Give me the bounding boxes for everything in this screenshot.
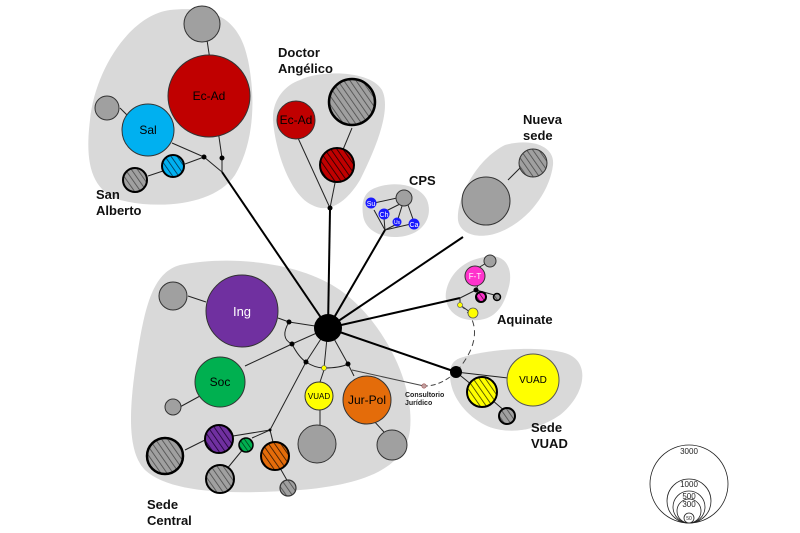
- node-cps-ch[interactable]: [378, 208, 390, 220]
- node-sc-gray-jurpol[interactable]: [376, 429, 408, 461]
- node-sa-ecad[interactable]: [167, 54, 251, 138]
- label-sc-jurpol: Jur-Pol: [348, 393, 386, 407]
- group-label-sede-vuad: Sede VUAD: [531, 420, 568, 451]
- group-label-sede-central: Sede Central: [147, 497, 192, 528]
- node-sa-hatched-blue[interactable]: [161, 154, 185, 178]
- label-da-ecad: Ec-Ad: [280, 113, 313, 127]
- dashed-link-aquinate-vuad: [455, 304, 475, 373]
- label-aq-ft: F-T: [469, 272, 482, 281]
- sede-vuad-hub[interactable]: [450, 366, 462, 378]
- edge-hub-san-alberto: [221, 171, 329, 329]
- node-da-ecad[interactable]: [276, 100, 316, 140]
- node-sc-gray-small[interactable]: [164, 398, 182, 416]
- node-ns-hatched-gray[interactable]: [518, 148, 548, 178]
- edges-doctor-angelico: [297, 127, 353, 209]
- edge-hub-aquinate: [327, 297, 461, 329]
- label-cps-ch: Ch: [380, 212, 389, 219]
- node-sv-vuad[interactable]: [506, 353, 560, 407]
- label-sa-sal: Sal: [139, 123, 156, 137]
- group-label-cps: CPS: [409, 173, 436, 188]
- node-sa-gray-top[interactable]: [183, 5, 221, 43]
- junction-dot-yellow-aquinate: [457, 302, 463, 308]
- group-bg-cps: [362, 184, 429, 238]
- node-sc-vuad[interactable]: [304, 381, 334, 411]
- node-aq-hatched-gray[interactable]: [492, 292, 502, 302]
- node-sc-soc[interactable]: [194, 356, 246, 408]
- group-label-doctor-angelico: Doctor Angélico: [278, 45, 333, 76]
- edge-hub-doctor-angelico: [327, 209, 331, 329]
- label-cps-ca: Ca: [410, 222, 419, 229]
- label-sc-soc: Soc: [210, 375, 231, 389]
- group-bg-aquinate: [445, 256, 511, 321]
- node-cps-gray[interactable]: [395, 189, 413, 207]
- node-sc-hatched-gray-large[interactable]: [145, 436, 185, 476]
- edge-consultorio: [351, 369, 425, 387]
- node-sa-sal[interactable]: [121, 103, 175, 157]
- legend-label-300: 300: [682, 500, 696, 509]
- node-sv-hatched-yellow[interactable]: [466, 376, 498, 408]
- central-hub[interactable]: [314, 314, 342, 342]
- node-da-hatched-red[interactable]: [319, 147, 355, 183]
- node-cps-ca[interactable]: [408, 218, 420, 230]
- node-sc-hatched-green[interactable]: [238, 437, 254, 453]
- node-aq-yellow[interactable]: [467, 307, 479, 319]
- node-ns-gray[interactable]: [461, 176, 511, 226]
- legend-label-50: 50: [686, 516, 692, 522]
- edge-hub-cps: [327, 229, 386, 329]
- junction-dot-yellow: [321, 365, 327, 371]
- size-legend: [649, 444, 729, 524]
- node-sa-gray-left[interactable]: [94, 95, 120, 121]
- node-sc-hatched-purple[interactable]: [204, 424, 234, 454]
- junction-dots: [201, 154, 479, 432]
- node-sc-hatched-gray-small[interactable]: [279, 479, 297, 497]
- node-sc-hatched-orange[interactable]: [260, 441, 290, 471]
- node-sc-hatched-gray-mid[interactable]: [205, 464, 235, 494]
- consultorio-node[interactable]: [421, 383, 427, 389]
- node-sv-hatched-gray[interactable]: [498, 407, 516, 425]
- group-label-aquinate: Aquinate: [497, 312, 553, 327]
- node-sa-hatched-gray[interactable]: [122, 167, 148, 193]
- label-sc-vuad: VUAD: [308, 392, 330, 401]
- hub-edges: [221, 171, 464, 373]
- legend-circle-50: [683, 512, 695, 524]
- node-sc-ing[interactable]: [205, 274, 279, 348]
- label-sv-vuad: VUAD: [519, 375, 547, 386]
- node-cps-su[interactable]: [365, 197, 377, 209]
- label-cps-us: Us: [394, 220, 401, 226]
- node-aq-ft[interactable]: [464, 265, 486, 287]
- group-label-nueva-sede: Nueva sede: [523, 112, 566, 143]
- legend-label-500: 500: [682, 492, 696, 501]
- label-consultorio-juridico: Consultorio Jurídico: [405, 392, 446, 407]
- label-cps-su: Su: [367, 201, 376, 208]
- edge-hub-nueva-sede: [327, 236, 464, 329]
- node-da-hatched-gray[interactable]: [327, 77, 377, 127]
- node-sc-gray-topleft[interactable]: [158, 281, 188, 311]
- label-sc-ing: Ing: [233, 304, 251, 319]
- legend-label-1000: 1000: [680, 480, 698, 489]
- node-sc-gray-vuad[interactable]: [297, 424, 337, 464]
- edge-hub-sede-vuad: [327, 327, 457, 373]
- group-label-san-alberto: San Alberto: [96, 187, 142, 218]
- label-sa-ecad: Ec-Ad: [193, 89, 226, 103]
- node-cps-us[interactable]: [392, 217, 402, 227]
- node-aq-gray[interactable]: [483, 254, 497, 268]
- node-aq-hatched-magenta[interactable]: [475, 291, 487, 303]
- legend-label-3000: 3000: [680, 447, 698, 456]
- node-sc-jurpol[interactable]: [342, 375, 392, 425]
